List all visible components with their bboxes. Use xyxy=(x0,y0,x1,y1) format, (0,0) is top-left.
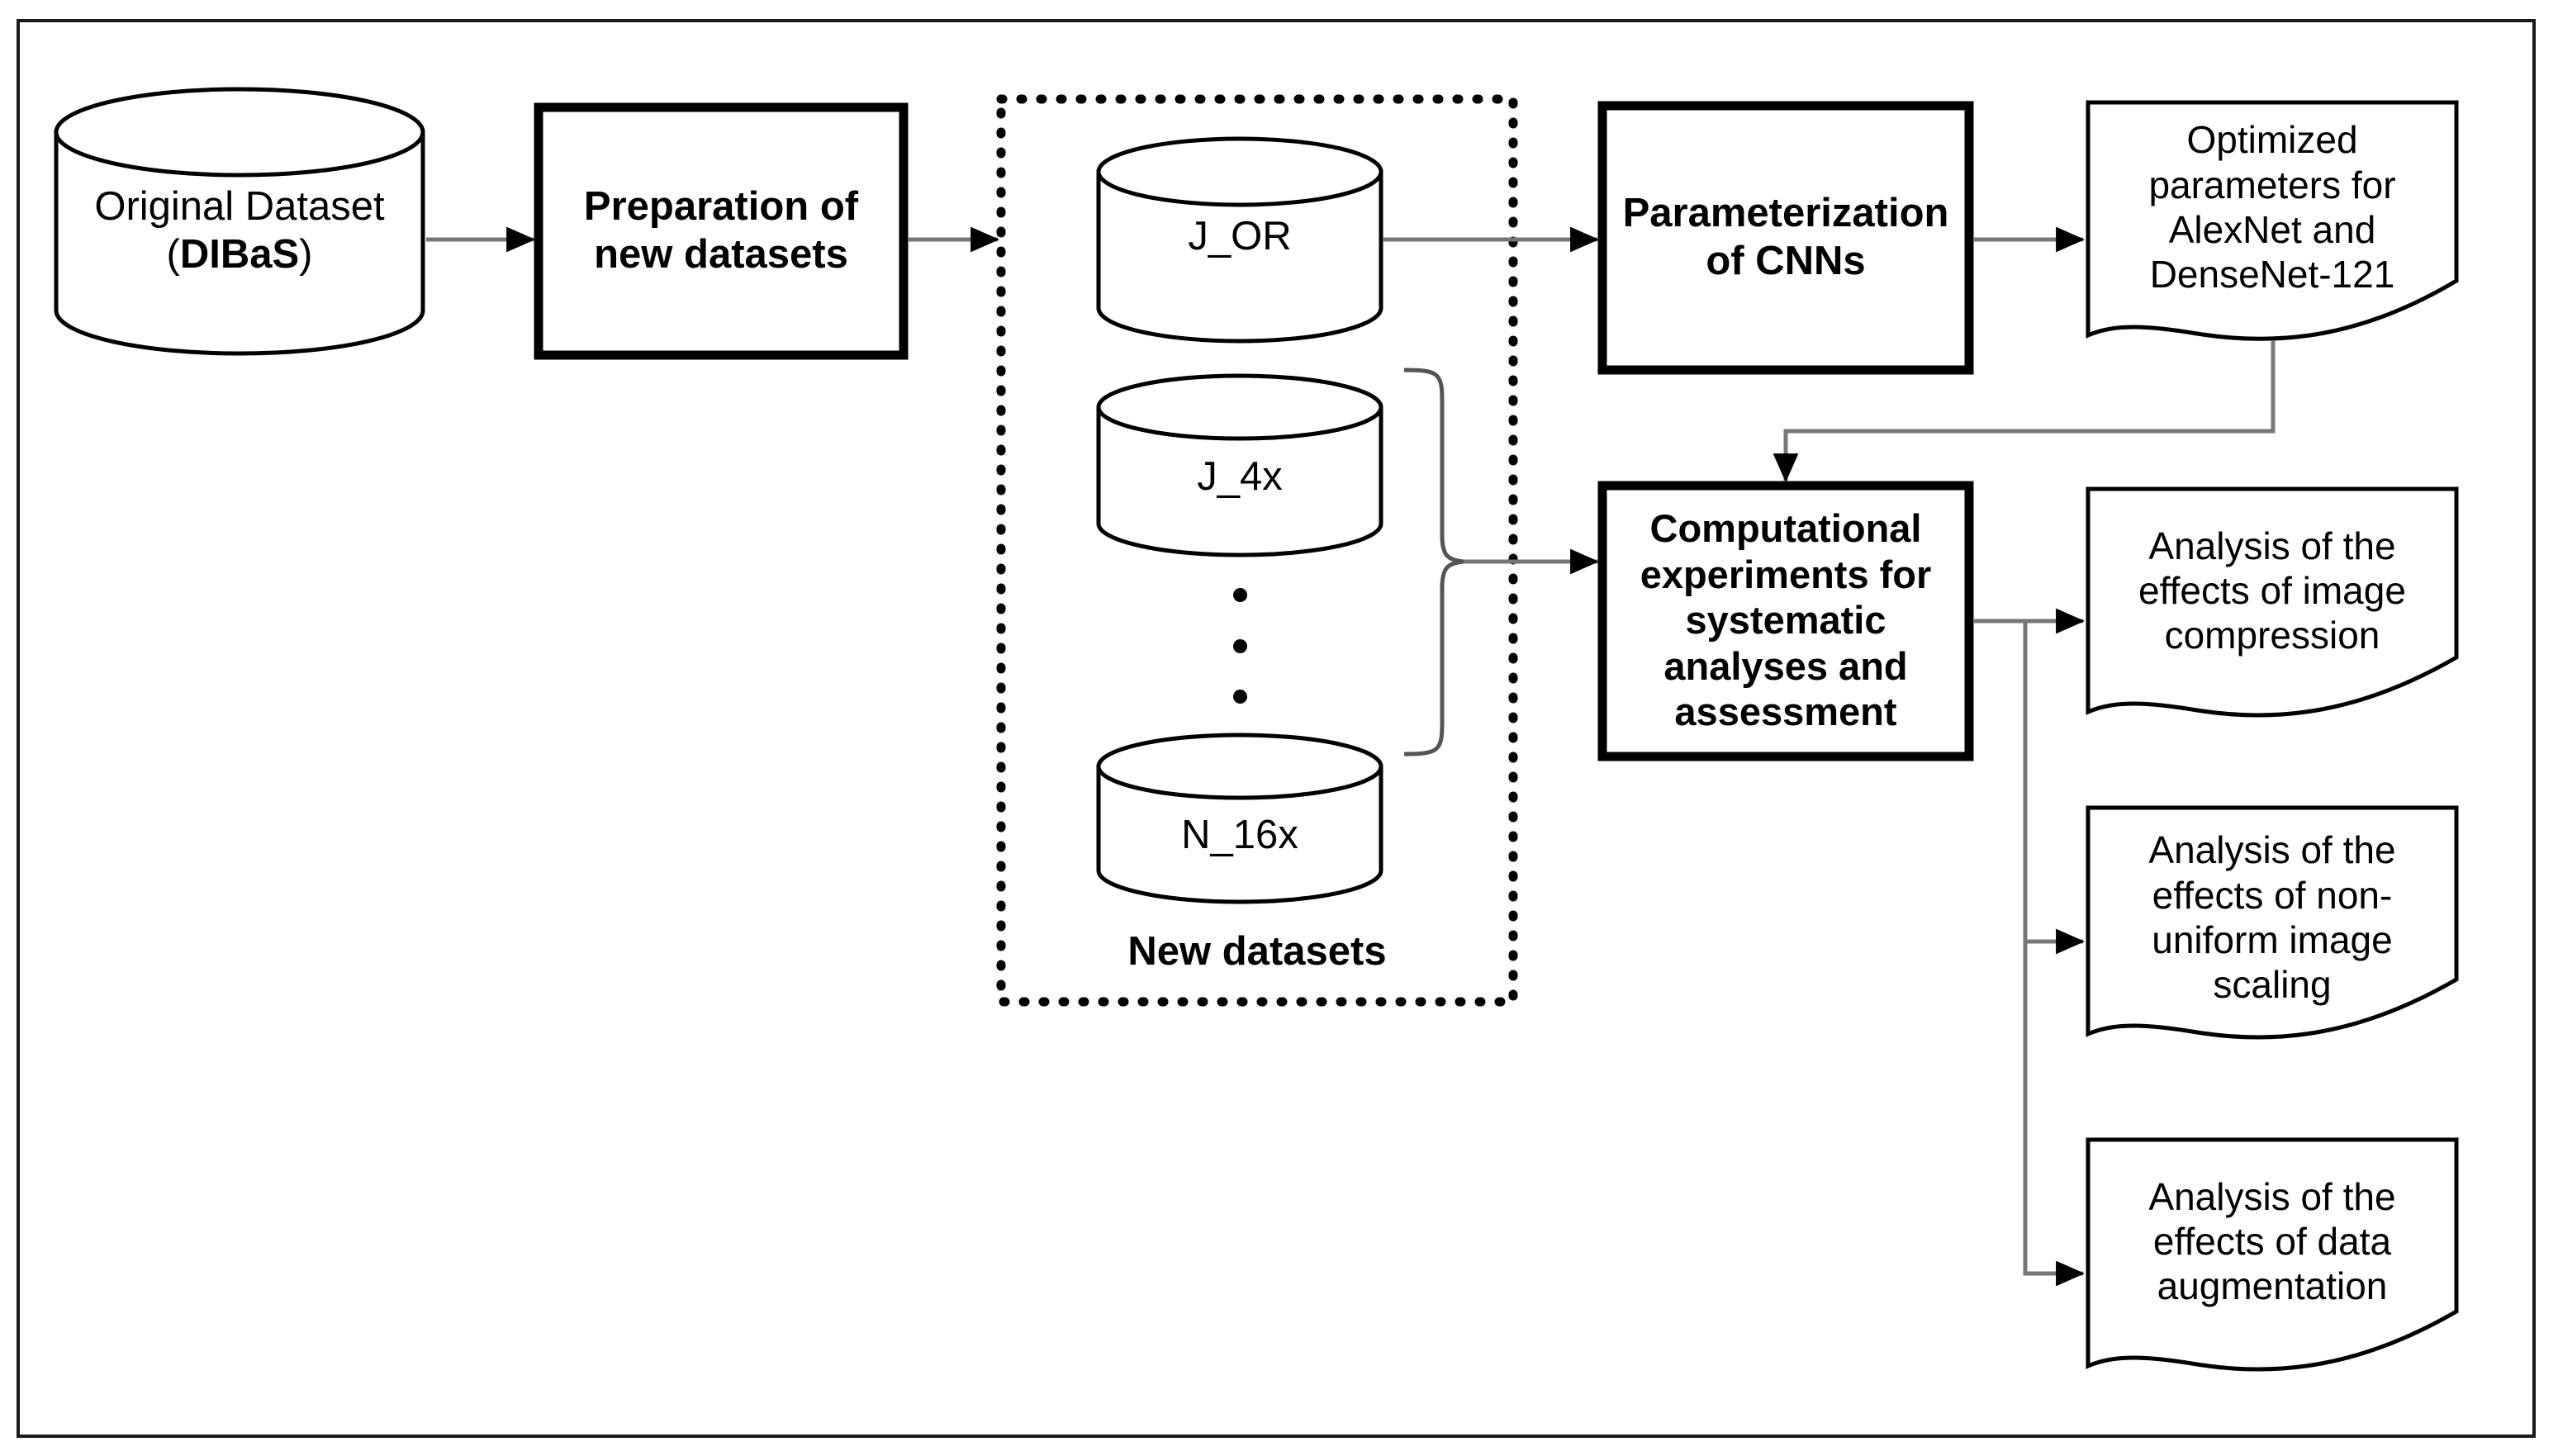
document-analysis-scaling xyxy=(2086,805,2459,1040)
box-parameterization xyxy=(1597,101,1974,375)
dotted-group-new-datasets xyxy=(996,94,1518,1007)
cylinder-j-4x xyxy=(1096,373,1383,557)
document-optimized-parameters xyxy=(2086,100,2459,341)
ellipsis-dot xyxy=(1232,638,1247,653)
document-analysis-compression xyxy=(2086,486,2459,718)
box-preparation xyxy=(534,102,909,360)
vertical-ellipsis-icon xyxy=(1232,588,1247,704)
cylinder-j-or xyxy=(1096,136,1383,344)
ellipsis-dot xyxy=(1232,588,1247,602)
edge-experiments-to-augmentation xyxy=(2023,941,2086,1287)
box-computational-experiments xyxy=(1597,481,1974,761)
ellipsis-dot xyxy=(1232,690,1247,704)
document-analysis-augmentation xyxy=(2086,1137,2459,1372)
figure-border xyxy=(17,19,2536,1438)
edge-experiments-to-scaling xyxy=(1974,619,2086,955)
dataset-group-brace xyxy=(1403,368,1464,756)
cylinder-original-dataset xyxy=(54,87,425,356)
cylinder-n-16x xyxy=(1096,733,1383,904)
edge-optimized-to-experiments xyxy=(1773,340,2276,483)
